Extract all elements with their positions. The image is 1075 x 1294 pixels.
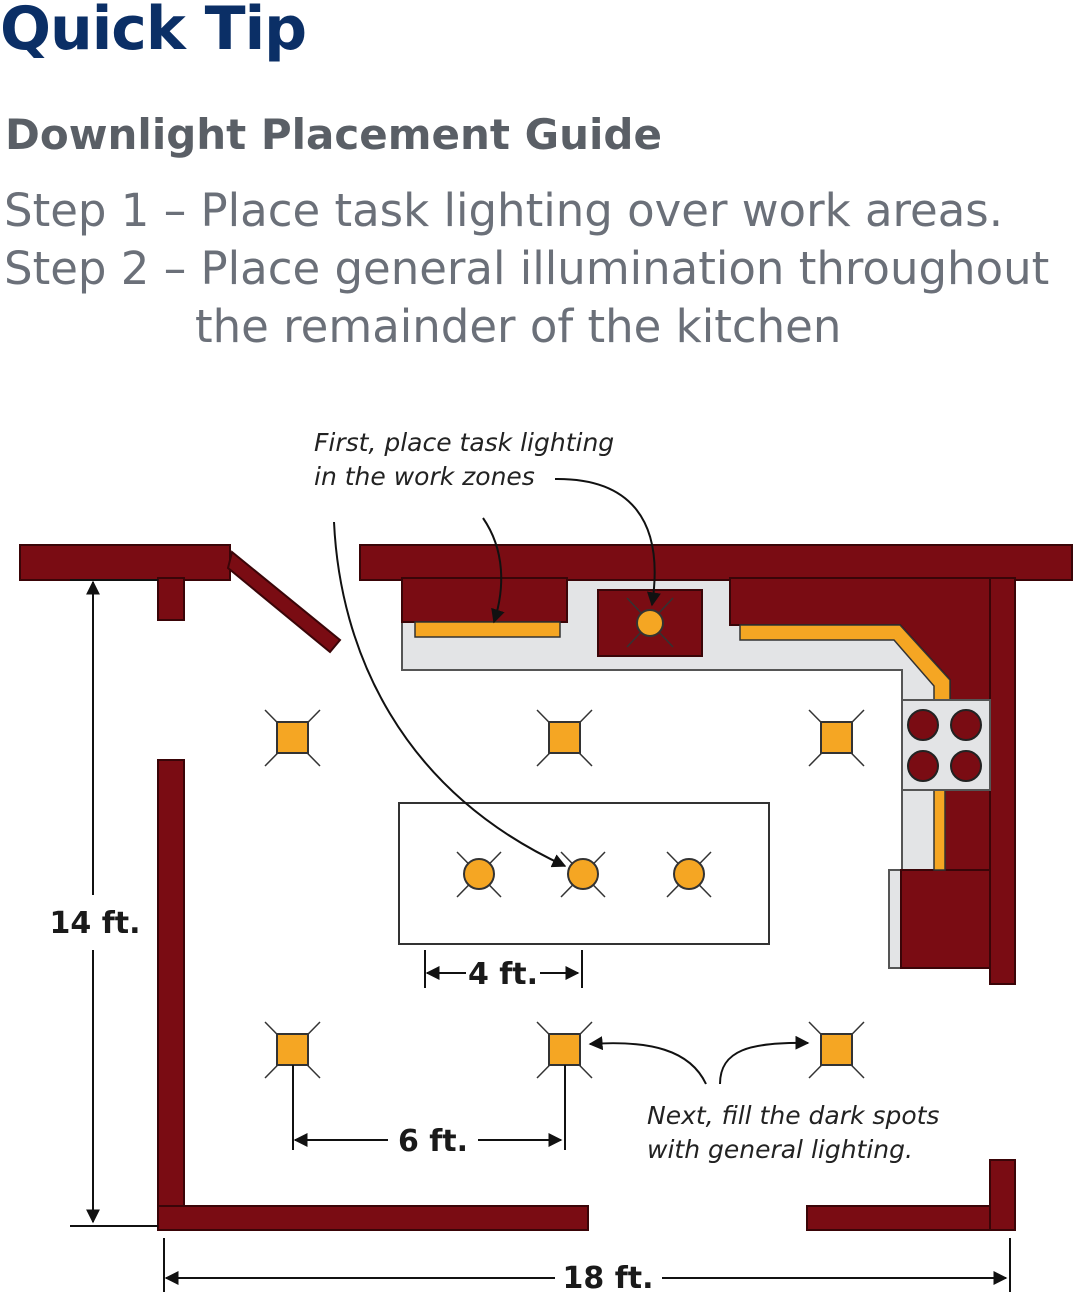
left-wall [157,759,185,1231]
height-dimension [70,579,158,1227]
task-annotation-arrows [333,477,661,868]
island-spacing-dimension [424,950,583,988]
burner-icon [950,750,982,782]
step-2-text: Step 2 – Place general illumination thro… [4,242,1050,295]
general-lights [264,709,865,1079]
burner-icon [907,750,939,782]
task-annotation-line1: First, place task lighting [314,428,614,457]
under-cabinet-strip-left [414,621,561,638]
upper-cabinets [401,577,991,969]
island-spacing-label: 4 ft. [468,957,538,992]
general-annotation-line2: with general lighting. [647,1135,913,1164]
burner-icon [907,709,939,741]
upper-cabinet-left [401,577,568,623]
bottom-right-wall [806,1205,1016,1231]
door-panel [226,550,342,654]
page-title: Quick Tip [0,0,307,64]
pantry-cabinet [900,869,991,969]
burner-icon [950,709,982,741]
square-downlight-icon [264,1021,321,1079]
height-label: 14 ft. [50,906,141,941]
square-downlight-icon [808,1021,865,1079]
general-annotation-line1: Next, fill the dark spots [647,1101,939,1130]
round-downlight-icon [560,851,606,898]
arrow-to-middle-light [588,1036,707,1085]
width-label: 18 ft. [563,1261,654,1294]
general-spacing-dimension [292,1065,566,1150]
square-downlight-icon [536,709,593,767]
square-downlight-icon [808,709,865,767]
arrow-to-island-light [333,521,567,868]
top-left-wall [19,544,231,581]
lower-right-cabinet [943,789,991,871]
guide-subtitle: Downlight Placement Guide [5,110,662,159]
step-1-text: Step 1 – Place task lighting over work a… [4,184,1004,237]
width-dimension [163,1238,1011,1292]
round-downlight-icon [666,851,712,898]
stove [901,699,991,791]
top-left-wall-stub [157,577,185,621]
general-spacing-label: 6 ft. [398,1124,468,1159]
arrow-to-cabinet-strip [482,517,505,624]
right-wall [989,577,1016,985]
square-downlight-icon [264,709,321,767]
step-2-continuation: the remainder of the kitchen [195,300,842,353]
under-cabinet-strip-right [933,789,946,871]
arrow-to-right-light [719,1035,810,1085]
walls [19,544,1073,1231]
arrow-to-sink-light [554,477,661,607]
sink-task-light [626,597,674,648]
bottom-right-wall-stub [989,1159,1016,1231]
bottom-left-wall [157,1205,589,1231]
round-downlight-icon [456,851,502,898]
island-task-lights [456,851,712,898]
task-annotation-line2: in the work zones [314,462,535,491]
top-wall [359,544,1073,581]
general-annotation-arrows [588,1035,810,1085]
square-downlight-icon [536,1021,593,1079]
